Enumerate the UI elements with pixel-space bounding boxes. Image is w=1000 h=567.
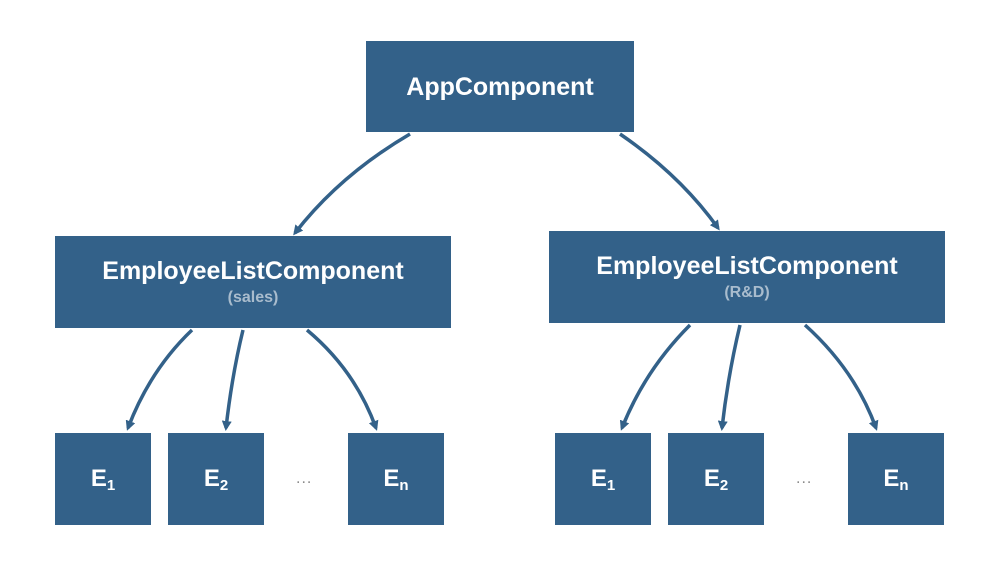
employee-node-sales-n: En [348, 433, 444, 525]
employee-index: 2 [719, 477, 729, 494]
sales-ellipsis: ... [296, 470, 313, 487]
arrow-sales-to-e1 [125, 328, 194, 431]
employee-node-rd-1: E1 [555, 433, 651, 525]
employee-index: 1 [106, 477, 116, 494]
employee-node-label: E2 [704, 464, 728, 494]
employee-list-rd-subtitle: (R&D) [724, 284, 770, 301]
employee-index: 2 [219, 477, 229, 494]
employee-node-label: E2 [204, 464, 228, 494]
arrow-sales-to-e2 [221, 329, 245, 431]
rd-ellipsis: ... [796, 470, 813, 487]
arrow-rd-to-e2 [717, 324, 742, 431]
employee-index: 1 [606, 477, 616, 494]
employee-list-rd-title: EmployeeListComponent [596, 252, 898, 280]
employee-list-sales-node: EmployeeListComponent (sales) [55, 236, 451, 328]
employee-index: n [399, 477, 409, 494]
employee-node-rd-2: E2 [668, 433, 764, 525]
employee-letter: E [203, 465, 220, 492]
employee-node-label: E1 [91, 464, 115, 494]
employee-letter: E [703, 465, 720, 492]
employee-node-label: E1 [591, 464, 615, 494]
employee-list-sales-title: EmployeeListComponent [102, 257, 404, 285]
employee-list-rd-node: EmployeeListComponent (R&D) [549, 231, 945, 323]
arrow-root-to-sales-list [293, 132, 411, 236]
app-component-title: AppComponent [406, 72, 594, 101]
employee-letter: E [883, 465, 900, 492]
arrow-root-to-rd-list [619, 132, 720, 231]
employee-letter: E [90, 465, 107, 492]
employee-letter: E [590, 465, 607, 492]
employee-index: n [899, 477, 909, 494]
app-component-node: AppComponent [366, 41, 634, 132]
arrow-rd-to-en [803, 323, 879, 431]
employee-list-sales-subtitle: (sales) [227, 289, 279, 306]
employee-letter: E [383, 465, 400, 492]
employee-node-rd-n: En [848, 433, 944, 525]
employee-node-label: En [383, 464, 408, 494]
arrow-rd-to-e1 [619, 323, 692, 431]
employee-node-label: En [883, 464, 908, 494]
arrow-sales-to-en [305, 328, 379, 431]
employee-node-sales-1: E1 [55, 433, 151, 525]
employee-node-sales-2: E2 [168, 433, 264, 525]
